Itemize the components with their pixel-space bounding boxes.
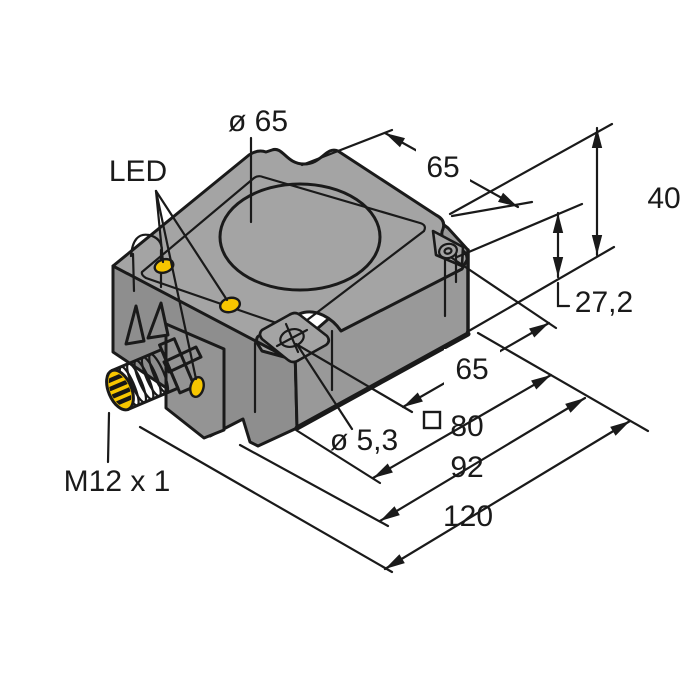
extension-line (450, 200, 534, 218)
dimension-bracket (556, 281, 571, 308)
label-top-width: 65 (426, 151, 459, 184)
label-mask (444, 349, 500, 387)
extension-line (138, 425, 394, 574)
extension-line (450, 256, 558, 330)
label-square-size: 80 (450, 410, 483, 443)
clamp-fin-icon (124, 304, 146, 346)
leader-connector (106, 411, 111, 464)
led-indicator-2 (218, 296, 242, 314)
clamp-fin-icon (146, 301, 170, 340)
extension-line (294, 428, 382, 485)
thread-ring (126, 362, 148, 404)
label-length-mid: 92 (450, 451, 483, 484)
m12-connector (104, 337, 197, 412)
extension-line (465, 245, 616, 334)
extension-line (238, 443, 390, 528)
mounting-hole-right (438, 242, 458, 260)
thread-ring (140, 356, 162, 398)
top-face-step-contour (140, 175, 426, 331)
face-edge (293, 361, 299, 430)
label-connector-thread: M12 x 1 (64, 465, 171, 498)
tab-edge (131, 252, 136, 293)
thread-ring (148, 353, 170, 395)
leader-hole-diameter (296, 344, 354, 431)
label-led: LED (109, 155, 167, 188)
square-symbol-icon (422, 410, 442, 430)
leader-led (154, 189, 198, 381)
label-hole-diameter: ø 5,3 (330, 424, 398, 457)
extension-line (448, 122, 614, 216)
dimension-labels: ø 65 LED 65 40 27,2 65 ø 5,3 80 92 120 M… (64, 105, 681, 533)
extension-line (300, 128, 394, 167)
label-step-height: 27,2 (575, 286, 633, 319)
connector-pins (104, 372, 135, 407)
dim-120 (383, 419, 632, 571)
label-mask (416, 146, 470, 184)
thread-ring (133, 359, 155, 401)
mounting-hole-front (275, 322, 309, 354)
label-hole-spacing: 65 (455, 353, 488, 386)
thread-ring (118, 365, 140, 407)
sensor-body (104, 147, 471, 448)
label-height: 40 (647, 182, 680, 215)
label-length-overall: 120 (443, 500, 493, 533)
sensing-face (218, 182, 382, 292)
extension-line (455, 202, 584, 259)
led-indicator-3 (189, 375, 205, 399)
leader-led (154, 189, 165, 264)
extension-line (476, 331, 650, 433)
leader-led (154, 189, 229, 302)
label-face-diameter: ø 65 (228, 105, 288, 138)
leader-lines (106, 136, 354, 464)
